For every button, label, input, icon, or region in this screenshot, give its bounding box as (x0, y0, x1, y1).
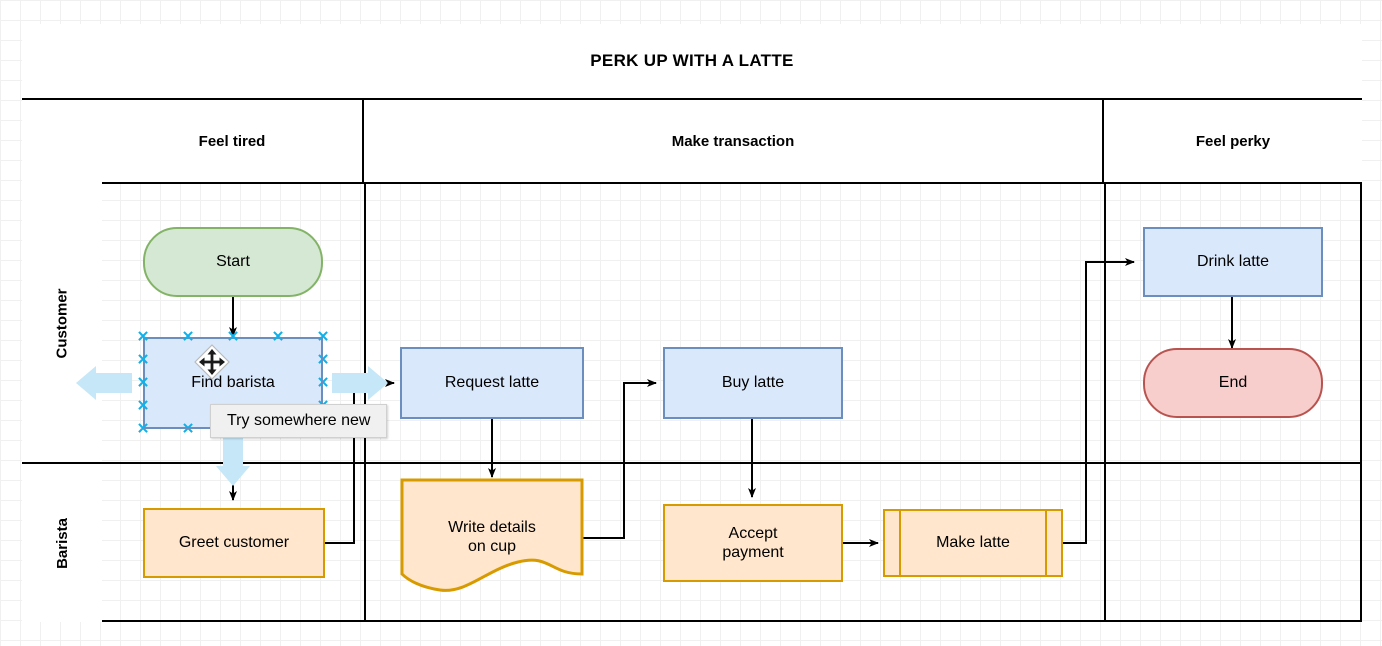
phase-header-feel-perky[interactable]: Feel perky (1104, 100, 1362, 184)
lane-header-corner (22, 100, 102, 184)
lane-label-customer-text: Customer (53, 287, 71, 359)
lane-label-customer[interactable]: Customer (22, 184, 102, 462)
node-drink-latte[interactable]: Drink latte (1143, 227, 1323, 297)
node-make-latte[interactable]: Make latte (883, 509, 1063, 577)
document-shape-icon (400, 478, 584, 592)
lane-separator (22, 462, 1362, 464)
node-end[interactable]: End (1143, 348, 1323, 418)
node-buy-latte[interactable]: Buy latte (663, 347, 843, 419)
node-start[interactable]: Start (143, 227, 323, 297)
node-accept-payment[interactable]: Accept payment (663, 504, 843, 582)
pool-title[interactable]: PERK UP WITH A LATTE (22, 24, 1362, 100)
lane-label-column: Customer Barista (22, 100, 102, 622)
phase-separator-1 (364, 184, 366, 622)
node-write-details-label: Write details on cup (448, 518, 536, 555)
node-request-latte[interactable]: Request latte (400, 347, 584, 419)
node-greet-customer[interactable]: Greet customer (143, 508, 325, 578)
phase-header-feel-tired[interactable]: Feel tired (102, 100, 364, 184)
lane-label-barista[interactable]: Barista (22, 462, 102, 622)
phase-separator-2 (1104, 184, 1106, 622)
node-write-details-on-cup[interactable]: Write details on cup (400, 478, 584, 596)
phase-header-make-transaction[interactable]: Make transaction (364, 100, 1104, 184)
lane-label-barista-text: Barista (53, 517, 71, 569)
tooltip: Try somewhere new (210, 404, 388, 438)
